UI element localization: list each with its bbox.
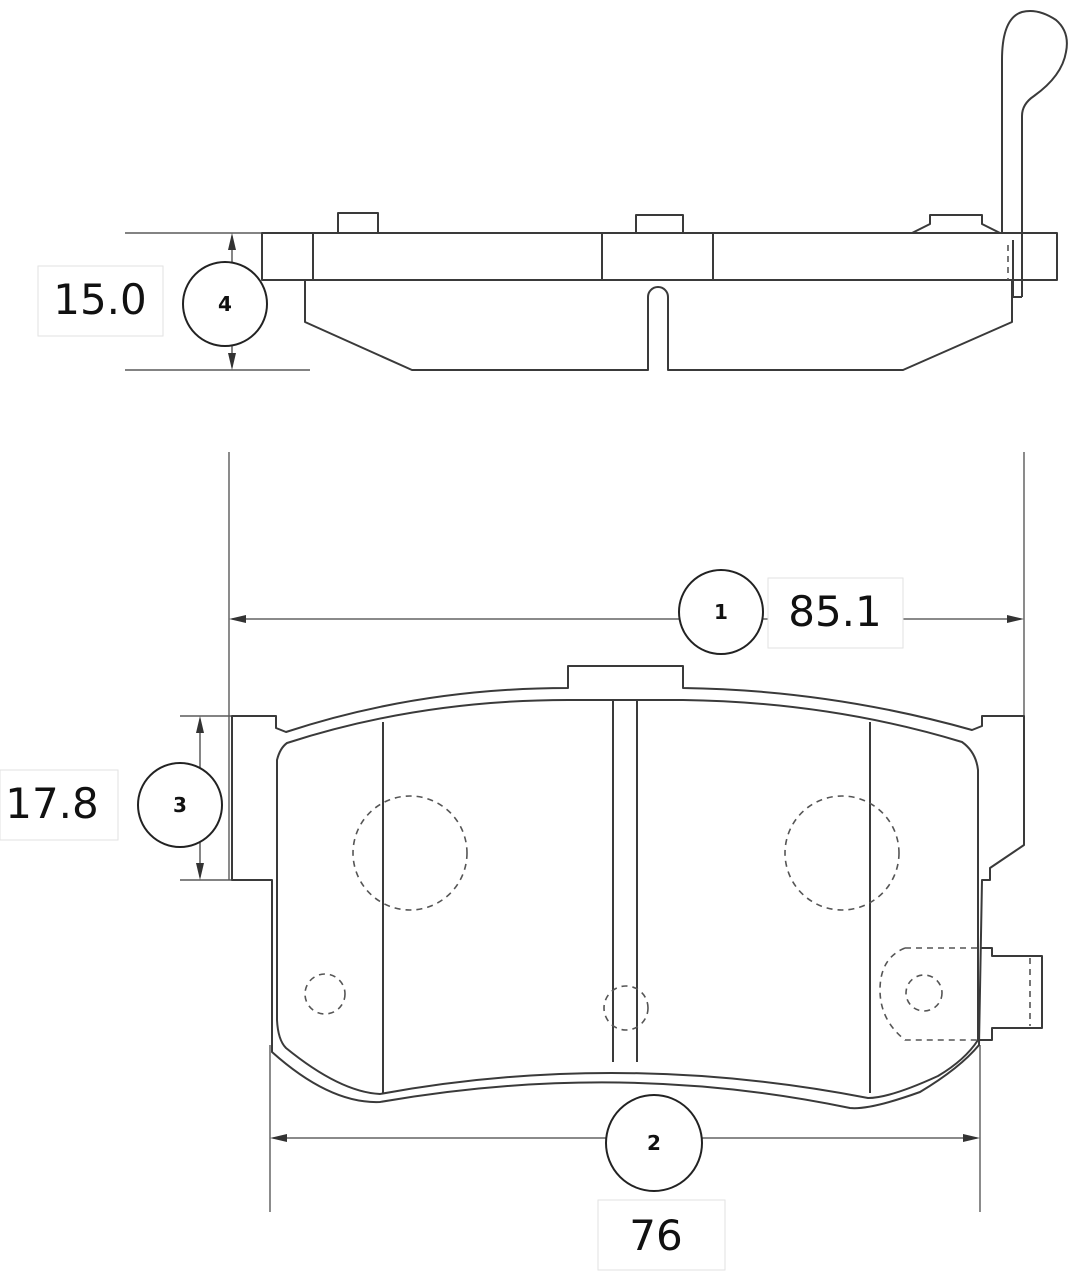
hidden-tab-right (879, 947, 980, 1041)
dimension-1-number: 1 (714, 600, 728, 624)
dimension-4-number: 4 (218, 292, 232, 316)
dimension-4-bubble (182, 261, 268, 347)
hidden-hole-middle (603, 985, 649, 1031)
backing-plate (261, 232, 1058, 281)
arrow-2-left (270, 1134, 287, 1142)
wear-indicator-clip (1001, 10, 1068, 297)
arrow-2-right (963, 1134, 980, 1142)
arrow-3-bottom (196, 863, 204, 880)
hidden-hole-left (304, 973, 346, 1015)
arrow-3-top (196, 716, 204, 733)
dimension-3-value: 17.8 (5, 779, 99, 828)
dimension-2-value: 76 (629, 1211, 682, 1260)
arrow-1-right (1007, 615, 1024, 623)
stud-right (911, 214, 1001, 234)
dimension-3-box (0, 769, 119, 841)
dimension-1-value: 85.1 (788, 587, 882, 636)
friction-material (304, 280, 1013, 371)
arrow-1-left (229, 615, 246, 623)
arrow-4-top (228, 233, 236, 250)
hidden-boss-left (352, 795, 468, 911)
friction-pad-outline (276, 699, 979, 1099)
dimension-4-value: 15.0 (53, 275, 147, 324)
backing-plate-outline (231, 665, 1025, 1110)
dimension-3-number: 3 (173, 793, 187, 817)
side-view (125, 10, 1068, 371)
dimension-2-bubble (605, 1094, 703, 1192)
hidden-hole-right (905, 974, 943, 1012)
stud-middle (635, 214, 684, 233)
dimension-2-box (597, 1199, 726, 1271)
callout-1: 85.1 1 (678, 569, 904, 655)
callout-4: 15.0 4 (37, 261, 268, 347)
arrow-4-bottom (228, 353, 236, 370)
dimension-4-box (37, 265, 164, 337)
hidden-boss-right (784, 795, 900, 911)
dimension-1-box (767, 577, 904, 649)
dimension-1-bubble (678, 569, 764, 655)
dimension-2-number: 2 (647, 1131, 661, 1155)
wear-indicator-connector (980, 947, 1043, 1041)
front-view (180, 452, 1043, 1212)
callout-3: 17.8 3 (0, 762, 223, 848)
dimension-3-bubble (137, 762, 223, 848)
callout-2: 2 76 (597, 1094, 726, 1271)
stud-left (337, 212, 379, 233)
